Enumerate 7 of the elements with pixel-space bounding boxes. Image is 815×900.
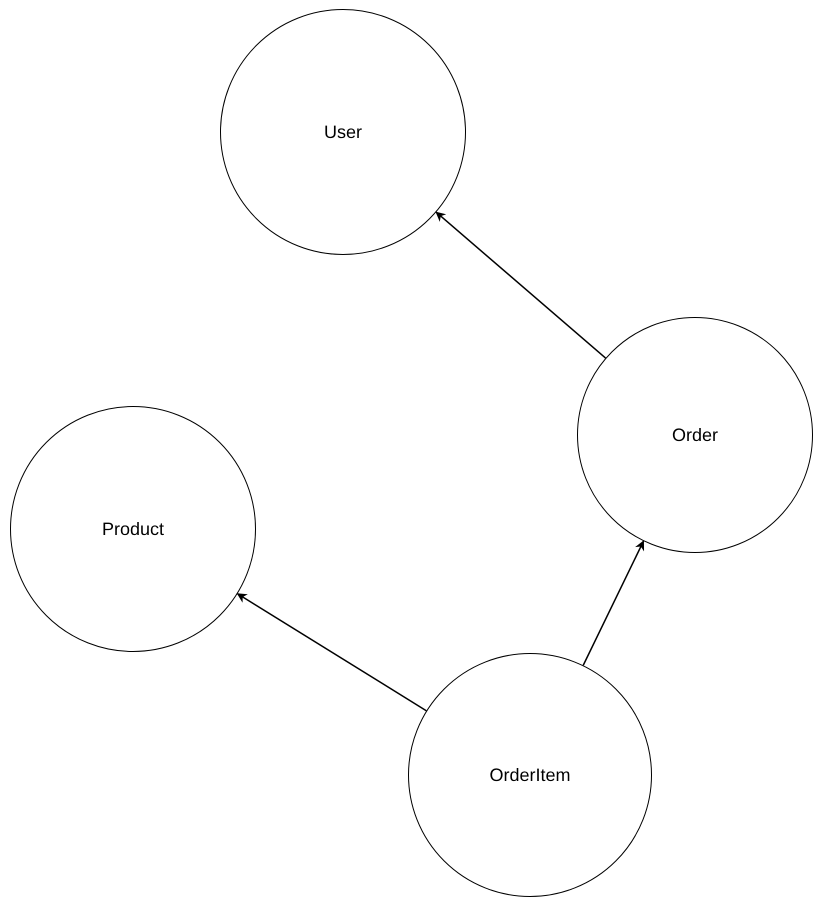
entity-label: OrderItem (489, 764, 571, 786)
arrow (582, 540, 644, 666)
entity-label: User (324, 122, 362, 142)
entity-label: Order (672, 424, 718, 446)
entity-label: Product (102, 518, 164, 540)
arrow (236, 593, 427, 712)
arrow (435, 212, 606, 359)
